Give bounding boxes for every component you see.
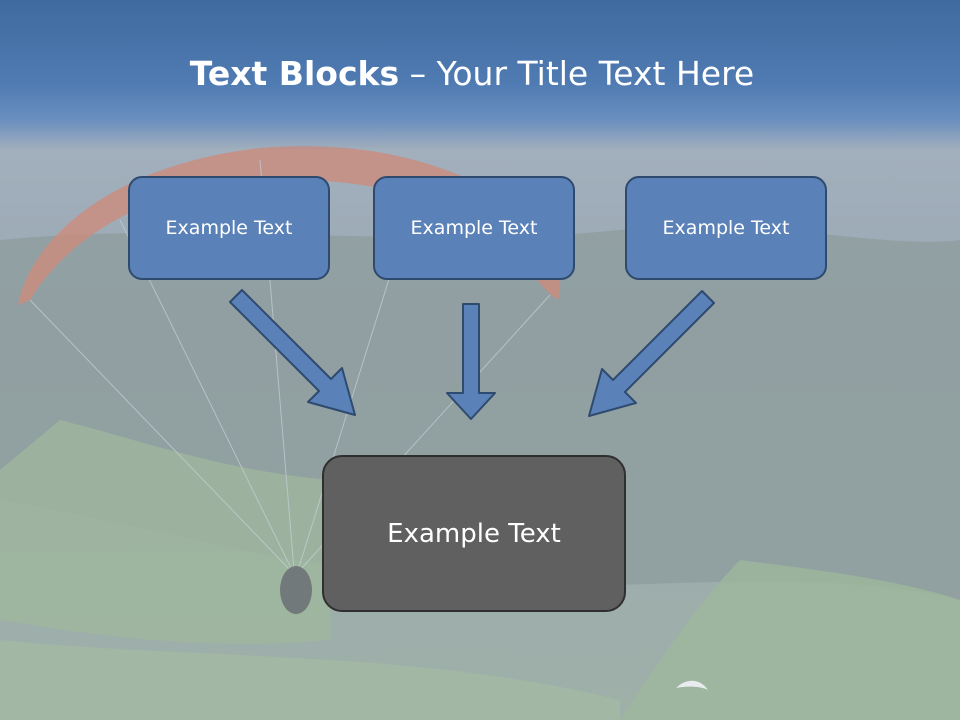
text-block-1[interactable]: Example Text <box>128 176 330 280</box>
title-bold-part: Text Blocks <box>189 54 400 93</box>
text-block-3[interactable]: Example Text <box>625 176 827 280</box>
title-rest: Your Title Text Here <box>436 54 755 93</box>
title-band <box>0 0 960 150</box>
title-separator: – <box>399 54 437 93</box>
target-block[interactable]: Example Text <box>322 455 626 612</box>
arrow-down-left <box>588 290 715 417</box>
arrow-down-right <box>229 289 356 416</box>
text-block-2[interactable]: Example Text <box>373 176 575 280</box>
arrow-down <box>446 303 496 420</box>
slide-title: Text Blocks – Your Title Text Here <box>0 54 944 93</box>
